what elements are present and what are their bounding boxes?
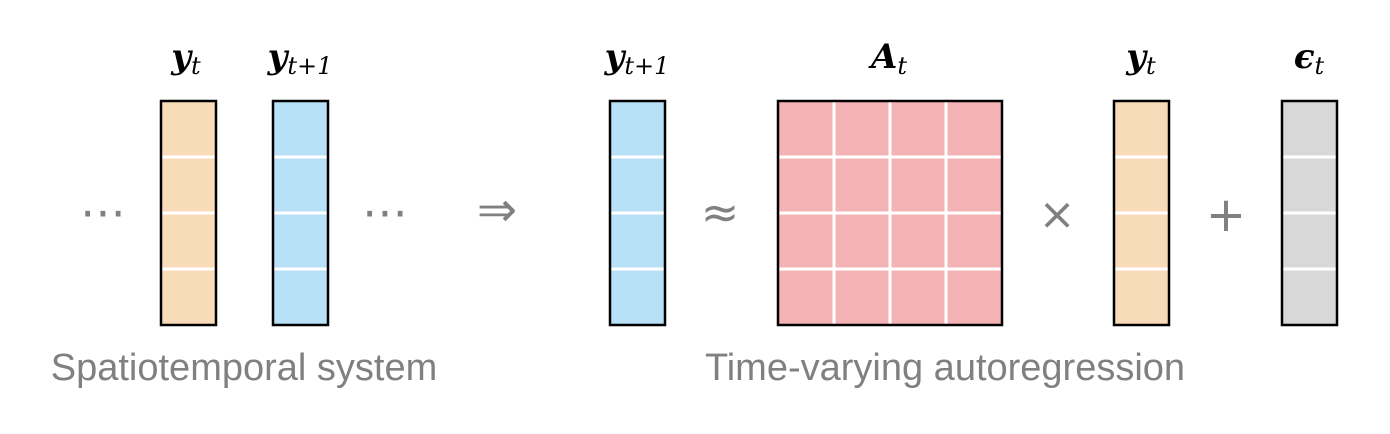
block-border: [1112, 99, 1171, 327]
ellipsis-right: ⋯: [362, 185, 408, 239]
block-border: [271, 99, 330, 327]
caption-spatiotemporal-system: Spatiotemporal system: [51, 347, 438, 389]
block-border: [776, 99, 1004, 327]
vector-y-t1-left: [271, 99, 330, 327]
vector-y-t-left: [159, 99, 218, 327]
vector-y-t-right: [1112, 99, 1171, 327]
label-epsilon-t: ϵt: [1294, 37, 1325, 80]
label-y-t1-right: yt+1: [604, 37, 670, 80]
label-y-t1-left: yt+1: [267, 37, 333, 80]
block-border: [159, 99, 218, 327]
matrix-A-t: [776, 99, 1004, 327]
label-y-t-right: yt: [1125, 37, 1156, 80]
approx-symbol: ≈: [701, 185, 740, 239]
plus-symbol: +: [1206, 187, 1246, 243]
vector-epsilon-t: [1280, 99, 1339, 327]
implies-arrow: ⇒: [477, 182, 517, 238]
ellipsis-left: ⋯: [80, 185, 126, 239]
label-A-t: At: [868, 37, 907, 80]
block-border: [1280, 99, 1339, 327]
label-y-t-left: yt: [170, 37, 201, 80]
block-border: [608, 99, 667, 327]
times-symbol: ×: [1039, 189, 1076, 240]
caption-time-varying-autoregression: Time-varying autoregression: [705, 347, 1185, 389]
vector-y-t1-right: [608, 99, 667, 327]
